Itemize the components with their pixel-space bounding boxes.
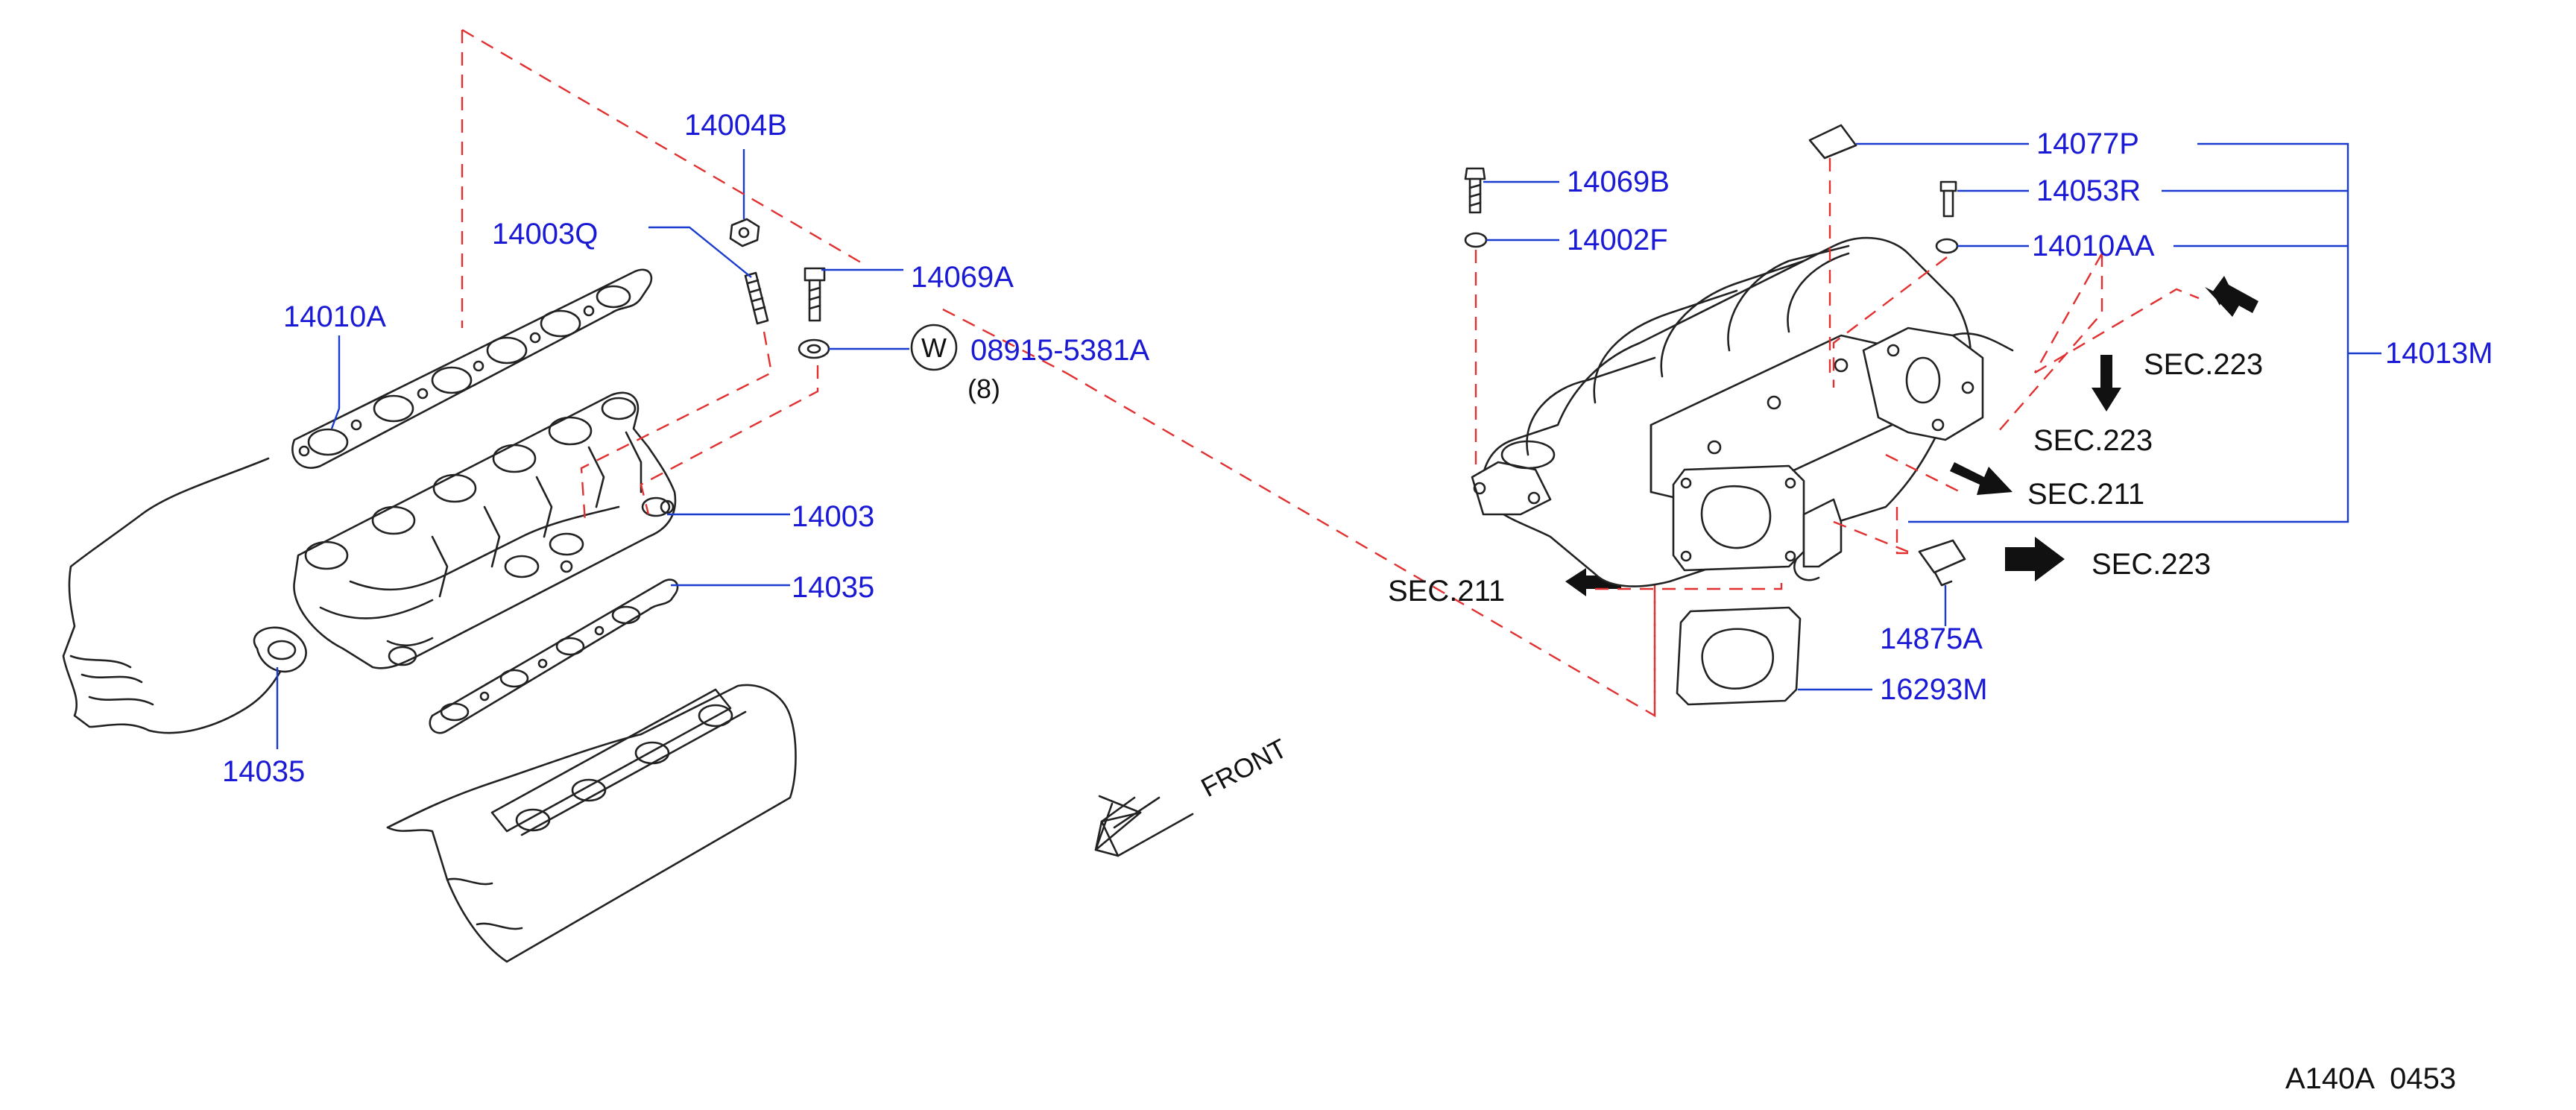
gasket-14035-left-drawing (253, 626, 307, 673)
sec211-left-arrow-icon (1565, 568, 1621, 596)
phantom-lines-right (1474, 158, 2200, 590)
cylinder-head-drawing (62, 457, 300, 734)
label-14010A: 14010A (283, 300, 386, 333)
sec223-mid-arrow-icon (2092, 355, 2121, 411)
label-sec211-right: SEC.211 (2027, 478, 2144, 511)
label-sec223-lower: SEC.223 (2092, 548, 2211, 581)
sec211-right-arrow-icon (1950, 462, 2012, 495)
manifold-14003-drawing (293, 391, 677, 669)
sec223-lower-arrow-icon (2005, 537, 2065, 581)
label-14035-right: 14035 (792, 571, 874, 604)
intake-collector-14013M-drawing (1471, 236, 2014, 587)
leader-lines-left (276, 149, 909, 749)
washer-symbol-label: W (921, 332, 947, 363)
label-08915-5381A: 08915-5381A (970, 334, 1150, 367)
label-14004B: 14004B (684, 109, 787, 142)
label-14875A: 14875A (1880, 622, 1983, 655)
gasket-14035-right-drawing (429, 578, 679, 734)
label-14069B: 14069B (1567, 165, 1670, 198)
fastener-drawings-right (1464, 124, 1966, 587)
label-14003: 14003 (792, 500, 874, 533)
label-14002F: 14002F (1567, 224, 1668, 256)
label-14069A: 14069A (911, 261, 1014, 294)
label-sec223-upper-right: SEC.223 (2144, 348, 2263, 381)
front-direction-label: FRONT (1196, 733, 1292, 803)
leader-lines-right (1483, 142, 2381, 691)
gasket-14010A-drawing (291, 268, 653, 469)
sec223-upper-right-arrow-icon (2205, 276, 2258, 317)
label-08915-qty: (8) (967, 373, 1000, 404)
washer-symbol-icon: W (910, 324, 958, 371)
label-14053R: 14053R (2036, 174, 2141, 207)
label-14010AA: 14010AA (2032, 230, 2155, 262)
label-14013M: 14013M (2385, 337, 2493, 370)
fastener-drawings-left (729, 218, 830, 359)
label-sec211-left: SEC.211 (1388, 575, 1505, 608)
label-14035-left: 14035 (222, 755, 305, 788)
label-14077P: 14077P (2036, 127, 2139, 160)
front-direction-arrow-icon (1094, 795, 1194, 857)
phantom-lines-left (461, 28, 1067, 523)
drawing-reference-code: A140A 0453 (2285, 1062, 2456, 1095)
gasket-16293M-drawing (1676, 606, 1802, 706)
engine-block-drawing (386, 684, 797, 963)
label-14003Q: 14003Q (492, 218, 598, 250)
throttle-flange-drawing (1672, 464, 1843, 581)
label-sec223-mid: SEC.223 (2033, 424, 2153, 457)
label-16293M: 16293M (1880, 673, 1988, 706)
